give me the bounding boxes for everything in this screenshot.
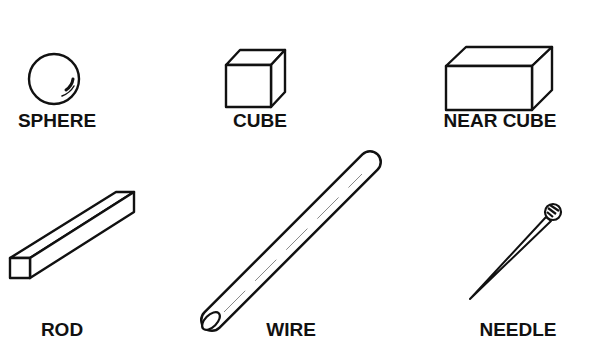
shape-label: ROD <box>41 320 83 339</box>
rod-drawing <box>10 192 134 278</box>
shape-label: CUBE <box>233 111 287 130</box>
shape-label: SPHERE <box>18 111 96 130</box>
cube-drawing <box>226 50 285 107</box>
shape-label: NEAR CUBE <box>444 111 557 130</box>
wire-drawing <box>199 162 370 333</box>
shape-label: NEEDLE <box>479 320 556 339</box>
shape-label: WIRE <box>266 320 316 339</box>
sphere-drawing <box>29 54 79 104</box>
near-cube-drawing <box>446 47 552 110</box>
sphere-shading <box>62 86 74 96</box>
needle-drawing <box>470 204 561 299</box>
